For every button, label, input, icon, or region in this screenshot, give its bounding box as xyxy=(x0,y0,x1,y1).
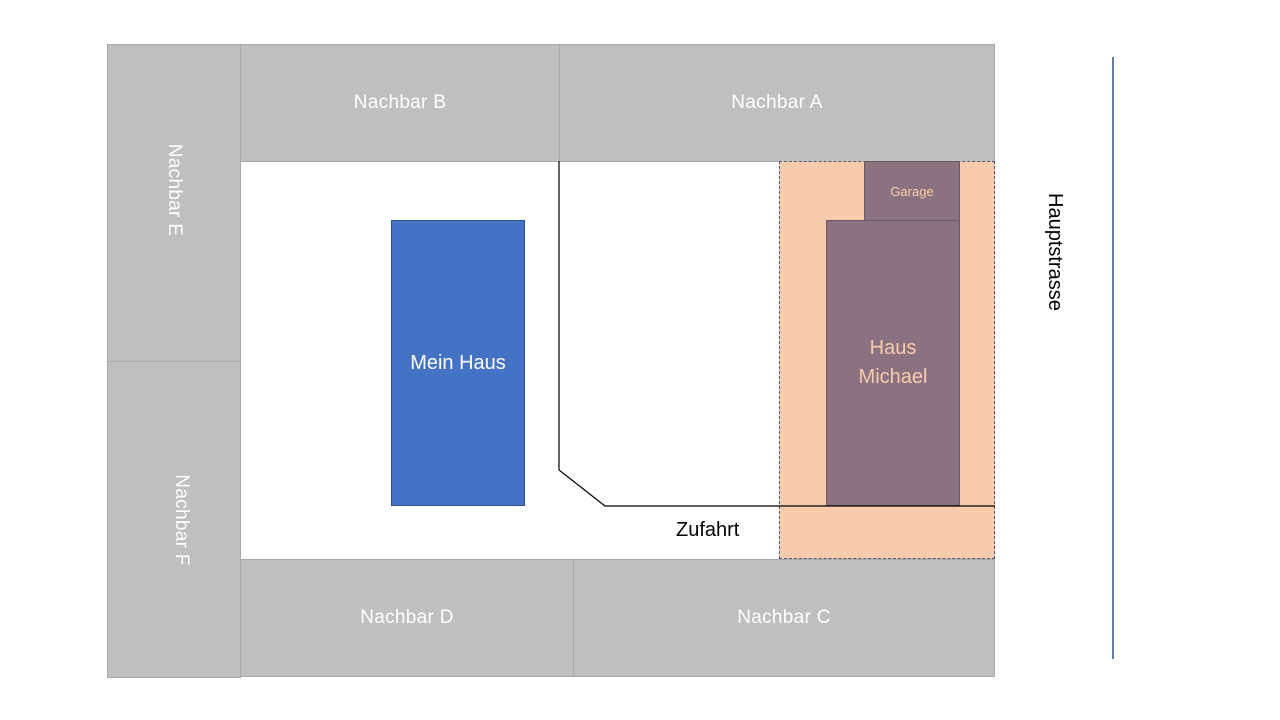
neighbor-a-label: Nachbar A xyxy=(731,92,823,113)
neighbor-a: Nachbar A xyxy=(559,44,995,162)
zufahrt-outline xyxy=(558,161,995,507)
mein-haus-label: Mein Haus xyxy=(410,351,506,374)
mein-haus: Mein Haus xyxy=(391,220,525,506)
neighbor-c-label: Nachbar C xyxy=(737,607,831,628)
neighbor-e: Nachbar E xyxy=(107,44,241,362)
neighbor-b-label: Nachbar B xyxy=(353,92,447,113)
haus-michael-label: Haus Michael xyxy=(859,334,928,392)
neighbor-b: Nachbar B xyxy=(240,44,560,162)
neighbor-d-label: Nachbar D xyxy=(360,607,454,628)
garage: Garage xyxy=(864,161,960,221)
neighbor-f: Nachbar F xyxy=(107,361,241,678)
neighbor-d: Nachbar D xyxy=(240,559,574,677)
haus-michael-label-line1: Haus xyxy=(869,337,917,359)
zufahrt-label: Zufahrt xyxy=(676,519,740,541)
hauptstrasse-label: Hauptstrasse xyxy=(1044,193,1066,311)
haus-michael: Haus Michael xyxy=(826,220,960,506)
garage-label: Garage xyxy=(890,183,934,199)
haus-michael-label-line2: Michael xyxy=(858,366,928,388)
neighbor-c: Nachbar C xyxy=(573,559,995,677)
